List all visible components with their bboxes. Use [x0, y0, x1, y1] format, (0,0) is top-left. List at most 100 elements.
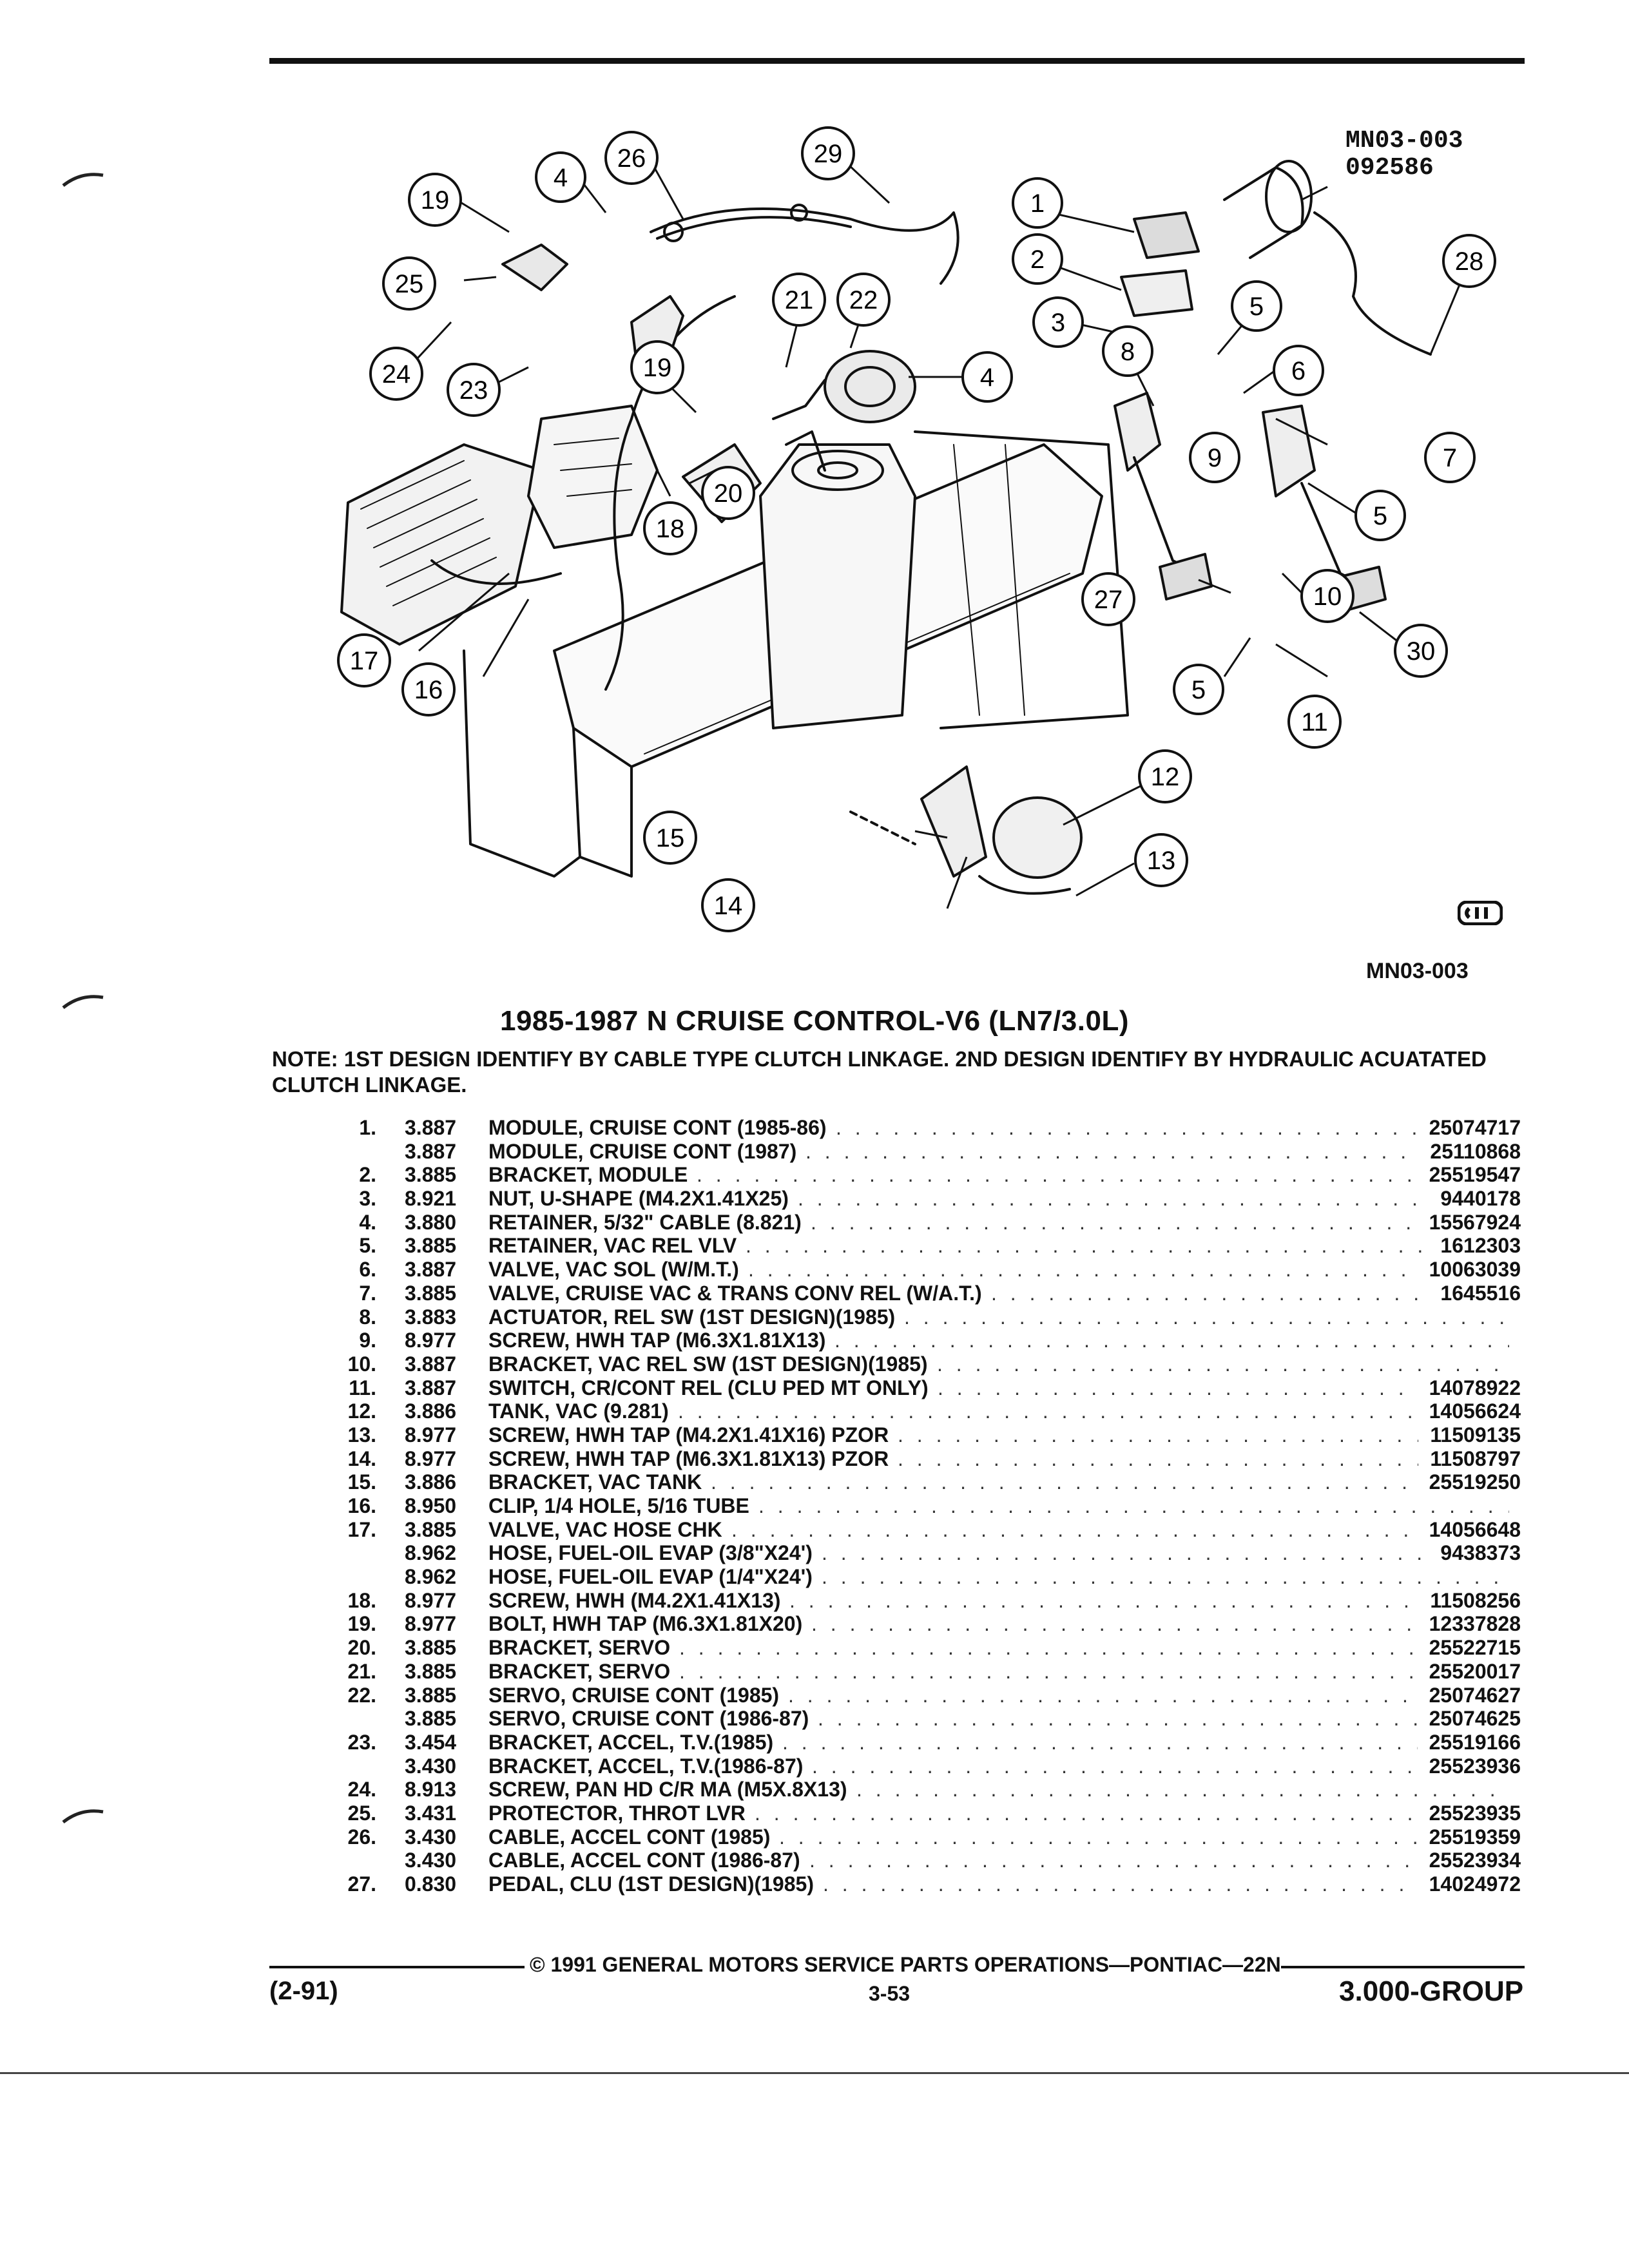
svg-text:5: 5 [1373, 502, 1387, 530]
leader-dots: . . . . . . . . . . . . . . . . . . . . … [697, 1163, 1418, 1187]
part-spec: , ACCEL, T.V.(1986-87) [586, 1754, 804, 1778]
item-number: 17. [347, 1517, 376, 1541]
part-spec: , VAC SOL (W/M.T.) [554, 1258, 739, 1282]
part-spec: , MODULE [586, 1163, 688, 1187]
callout-4a: 4 [535, 151, 586, 203]
item-number: 7. [359, 1281, 376, 1305]
part-name: BRACKET [488, 1352, 587, 1376]
leader-dots: . . . . . . . . . . . . . . . . . . . . … [748, 1258, 1418, 1282]
item-number: 15. [347, 1470, 376, 1494]
part-number: 25523936 [1429, 1754, 1521, 1778]
part-spec: , FUEL-OIL EVAP (1/4"X24') [546, 1565, 813, 1589]
part-number: 9440178 [1440, 1187, 1521, 1211]
footer-group: 3.000-GROUP [1339, 1975, 1524, 2007]
part-description: PROTECTOR, THROT LVR [488, 1802, 746, 1825]
callout-29: 29 [801, 126, 855, 180]
callout-8: 8 [1102, 325, 1153, 377]
callout-19a: 19 [408, 173, 462, 227]
group-code: 0.830 [405, 1872, 457, 1896]
svg-text:2: 2 [1030, 245, 1045, 274]
part-spec: , HWH (M4.2X1.41X13) [564, 1588, 781, 1612]
svg-text:5: 5 [1191, 676, 1206, 704]
part-name: MODULE [488, 1116, 578, 1139]
svg-text:10: 10 [1313, 582, 1342, 611]
svg-text:17: 17 [350, 647, 379, 675]
part-name: PROTECTOR [488, 1801, 618, 1825]
diagram-reference-date: 092586 [1345, 154, 1434, 182]
part-name: CLIP [488, 1494, 533, 1517]
part-name: BRACKET [488, 1659, 587, 1683]
leader-dots: . . . . . . . . . . . . . . . . . . . . … [679, 1636, 1418, 1660]
svg-text:3: 3 [1051, 309, 1065, 337]
group-code: 3.887 [405, 1376, 457, 1399]
item-number: 18. [347, 1588, 376, 1612]
gm-logo-icon [1458, 901, 1503, 925]
item-number: 24. [347, 1778, 376, 1802]
part-name: MODULE [488, 1139, 578, 1163]
part-number: 25519250 [1429, 1470, 1521, 1494]
page-title: 1985-1987 N CRUISE CONTROL-V6 (LN7/3.0L) [499, 1005, 1130, 1037]
group-code: 3.885 [405, 1659, 457, 1683]
callout-18: 18 [643, 501, 697, 555]
svg-text:4: 4 [554, 164, 568, 192]
leader-dots: . . . . . . . . . . . . . . . . . . . . … [898, 1423, 1418, 1446]
item-number: 27. [347, 1872, 376, 1896]
part-name: NUT [488, 1187, 529, 1211]
part-spec: , FUEL-OIL EVAP (3/8"X24') [546, 1541, 813, 1565]
part-spec: , CLU (1ST DESIGN)(1985) [558, 1872, 814, 1896]
callout-6: 6 [1273, 345, 1324, 396]
svg-text:14: 14 [714, 892, 743, 920]
part-number: 1612303 [1440, 1234, 1521, 1258]
svg-text:24: 24 [382, 360, 411, 389]
part-number: 1645516 [1440, 1281, 1521, 1305]
part-description: BRACKET, ACCEL, T.V.(1985) [488, 1731, 773, 1754]
leader-dots: . . . . . . . . . . . . . . . . . . . . … [823, 1872, 1418, 1896]
group-code: 3.430 [405, 1754, 457, 1778]
part-number: 25074627 [1429, 1683, 1521, 1707]
item-number: 4. [359, 1210, 376, 1234]
item-number: 22. [347, 1683, 376, 1707]
part-description: RETAINER, VAC REL VLV [488, 1234, 737, 1258]
part-description: BRACKET, SERVO [488, 1636, 670, 1660]
part-spec: , HWH TAP (M6.3X1.81X13) [564, 1329, 826, 1352]
part-number: 25520017 [1429, 1659, 1521, 1683]
part-name: SERVO [488, 1707, 561, 1731]
item-number: 5. [359, 1234, 376, 1258]
group-code: 8.977 [405, 1588, 457, 1612]
callout-3: 3 [1032, 296, 1084, 348]
leader-dots: . . . . . . . . . . . . . . . . . . . . … [679, 1659, 1418, 1683]
part-number: 14078922 [1429, 1376, 1521, 1399]
callout-20: 20 [701, 466, 755, 520]
svg-text:22: 22 [849, 286, 878, 314]
part-spec: , SERVO [586, 1636, 671, 1660]
callout-23: 23 [447, 363, 501, 417]
part-spec: , CR/CONT REL (CLU PED MT ONLY) [570, 1376, 929, 1399]
item-number: 13. [347, 1423, 376, 1446]
part-name: SCREW [488, 1446, 564, 1470]
group-code: 8.977 [405, 1423, 457, 1446]
part-description: MODULE, CRUISE CONT (1985-86) [488, 1116, 827, 1140]
part-description: BOLT, HWH TAP (M6.3X1.81X20) [488, 1612, 802, 1636]
item-number: 12. [347, 1399, 376, 1423]
group-code: 3.885 [405, 1163, 457, 1187]
item-number: 14. [347, 1446, 376, 1470]
callout-9: 9 [1189, 432, 1240, 483]
part-number: 25523935 [1429, 1801, 1521, 1825]
group-code: 8.962 [405, 1541, 457, 1565]
part-description: SCREW, HWH (M4.2X1.41X13) [488, 1589, 780, 1613]
svg-text:13: 13 [1147, 847, 1176, 875]
part-name: BRACKET [488, 1754, 587, 1778]
svg-text:19: 19 [643, 354, 672, 382]
part-spec: , CRUISE CONT (1987) [577, 1139, 797, 1163]
group-code: 3.886 [405, 1399, 457, 1423]
diagram-reference: MN03-003 092586 [1345, 128, 1463, 182]
leader-dots: . . . . . . . . . . . . . . . . . . . . … [809, 1849, 1418, 1872]
